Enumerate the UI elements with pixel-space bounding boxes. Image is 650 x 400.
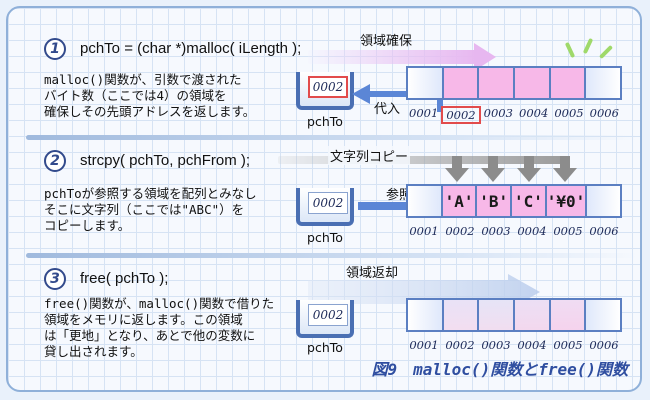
memory-cell: [550, 300, 587, 330]
copy-label: 文字列コピー: [328, 146, 411, 165]
memory-block-step1: [406, 66, 622, 100]
step-2-description: pchToが参照する領域を配列とみなし そこに文字列（ここでは"ABC"）を コ…: [44, 186, 257, 233]
section-separator: [26, 253, 638, 258]
step-number-1: 1: [44, 38, 66, 60]
memory-cell: [586, 68, 621, 98]
pointer-name: pchTo: [307, 230, 343, 245]
figure-title: 図9 malloc()関数とfree()関数: [371, 360, 629, 379]
step-2-code: strcpy( pchTo, pchFrom );: [80, 152, 251, 169]
allocate-label: 領域確保: [360, 34, 413, 49]
memory-cell: 'A': [442, 186, 478, 216]
memory-cell: [515, 68, 551, 98]
reference-label: 参照: [386, 188, 413, 203]
copy-down-arrow: [517, 156, 541, 182]
pointer-value: 0002: [308, 304, 348, 326]
memory-cell: '¥0': [546, 186, 588, 216]
pointer-value: 0002: [308, 76, 348, 98]
step-1-description: malloc()関数が、引数で渡された バイト数（ここでは4）の領域を 確保しそ…: [44, 72, 256, 119]
sparkle-decoration: [564, 41, 576, 59]
section-separator: [26, 135, 638, 140]
memory-cell: [550, 68, 587, 98]
step-number-2: 2: [44, 150, 66, 172]
memory-cell: [408, 68, 444, 98]
memory-addresses-step1: 0001 0002 0003 0004 0005 0006: [409, 106, 619, 124]
memory-cell: [586, 300, 621, 330]
memory-cell: [479, 68, 516, 98]
copy-down-arrow: [445, 156, 469, 182]
copy-down-arrow: [481, 156, 505, 182]
memory-cell: [408, 300, 444, 330]
memory-cell: [587, 186, 620, 216]
pointer-name: pchTo: [307, 340, 343, 355]
allocate-arrow: [308, 50, 478, 64]
step-3-code: free( pchTo );: [80, 270, 169, 287]
memory-cell: 'B': [477, 186, 513, 216]
step-3-description: free()関数が、malloc()関数で借りた 領域をメモリに返します。この領…: [44, 296, 275, 359]
allocate-arrow-head: [474, 43, 496, 71]
copy-down-arrow: [553, 156, 577, 182]
pointer-name: pchTo: [307, 114, 343, 129]
memory-addresses-step2: 0001 0002 0003 0004 0005 0006: [409, 224, 619, 238]
assign-label: 代入: [374, 102, 401, 117]
step-1-code: pchTo = (char *)malloc( iLength );: [80, 40, 302, 57]
memory-cell: [443, 68, 480, 98]
copy-arrow: [278, 156, 568, 164]
memory-block-step3: [406, 298, 622, 332]
memory-cell: [479, 300, 516, 330]
sparkle-decoration: [598, 44, 614, 60]
memory-cell: 'C': [512, 186, 547, 216]
pointer-value: 0002: [308, 192, 348, 214]
sparkle-decoration: [582, 37, 594, 55]
memory-cell: [515, 300, 551, 330]
memory-addresses-step3: 0001 0002 0003 0004 0005 0006: [409, 338, 619, 352]
memory-cell: [408, 186, 443, 216]
figure-frame: 1 pchTo = (char *)malloc( iLength ); 領域確…: [6, 6, 642, 392]
release-label: 領域返却: [346, 266, 399, 281]
memory-cell: [443, 300, 480, 330]
step-number-3: 3: [44, 268, 66, 290]
memory-block-step2: 'A' 'B' 'C' '¥0': [406, 184, 622, 218]
